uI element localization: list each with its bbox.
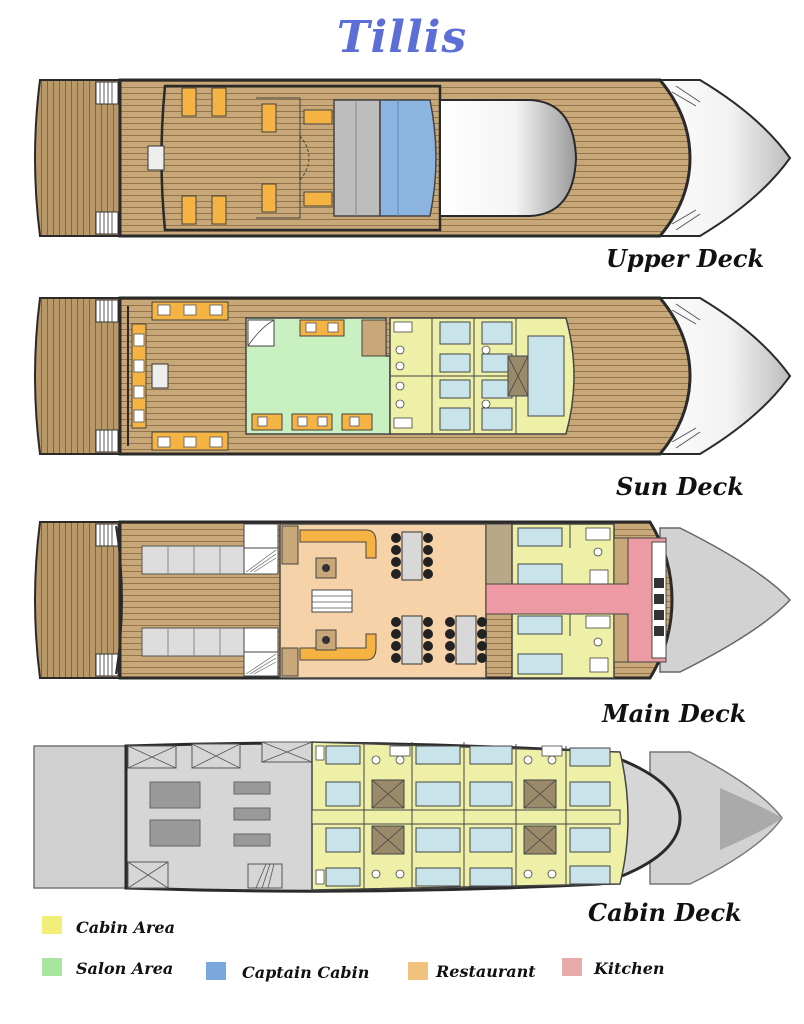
upper-grey-block	[333, 99, 381, 217]
main-deck-plan	[34, 520, 792, 680]
legend-label-captain: Captain Cabin	[242, 963, 370, 982]
cabin-deck-plan	[33, 741, 783, 893]
main-stern-platform	[34, 521, 121, 679]
legend-swatch-captain	[206, 962, 226, 980]
sun-stern-platform	[34, 297, 121, 455]
upper-stern-platform	[34, 79, 121, 237]
cabin-bow	[649, 751, 783, 885]
dining-tables	[391, 531, 487, 665]
sun-deck-label: Sun Deck	[616, 472, 744, 501]
main-bow	[659, 527, 792, 673]
cabin-stern-area	[33, 745, 127, 889]
cabin-deck-label: Cabin Deck	[588, 898, 742, 927]
diagram-title: Tillis	[336, 12, 468, 63]
legend-label-salon: Salon Area	[76, 959, 174, 978]
legend-swatch-kitchen	[562, 958, 582, 976]
upper-open-area	[439, 99, 578, 217]
upper-deck-plan	[34, 78, 792, 238]
legend-swatch-salon	[42, 958, 62, 976]
legend-label-cabin: Cabin Area	[76, 918, 175, 937]
upper-deck-label: Upper Deck	[606, 244, 765, 273]
legend-swatch-restaurant	[408, 962, 428, 980]
main-stairs	[311, 589, 353, 613]
main-deck-label: Main Deck	[602, 699, 747, 728]
sun-deck-plan	[34, 296, 792, 456]
legend-label-kitchen: Kitchen	[594, 959, 665, 978]
legend-label-restaurant: Restaurant	[436, 962, 536, 981]
legend-swatch-cabin	[42, 916, 62, 934]
upper-captain-cabin	[379, 99, 437, 217]
